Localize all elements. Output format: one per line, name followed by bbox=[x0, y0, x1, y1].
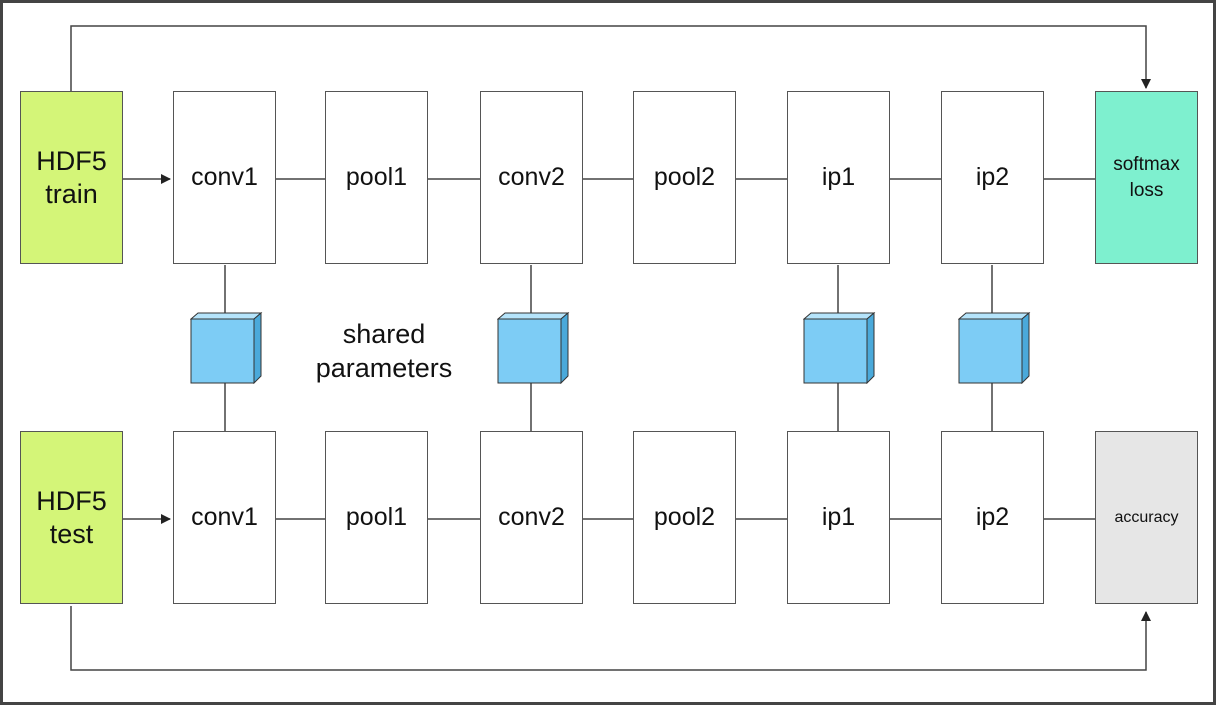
edge-train-label-to-loss bbox=[70, 25, 1151, 91]
test-layer-ip1: ip1 bbox=[787, 431, 890, 604]
test-layer-pool1: pool1 bbox=[325, 431, 428, 604]
train-layer-pool1-label: pool1 bbox=[345, 163, 408, 191]
train-layer-ip1-label: ip1 bbox=[821, 163, 856, 191]
train-layer-conv1: conv1 bbox=[173, 91, 276, 264]
shared-param-cube-ip1 bbox=[803, 312, 876, 384]
test-layer-conv2: conv2 bbox=[480, 431, 583, 604]
test-layer-conv2-label: conv2 bbox=[498, 503, 565, 531]
test-input-node: HDF5 test bbox=[20, 431, 123, 604]
test-layer-pool2-label: pool2 bbox=[653, 503, 716, 531]
test-layer-ip2-label: ip2 bbox=[975, 503, 1010, 531]
test-input-label: HDF5 test bbox=[36, 486, 107, 549]
train-layer-pool2: pool2 bbox=[633, 91, 736, 264]
train-output-label: softmax loss bbox=[1113, 153, 1180, 201]
train-layer-ip2: ip2 bbox=[941, 91, 1044, 264]
train-layer-conv2-label: conv2 bbox=[498, 163, 565, 191]
test-output-label: accuracy bbox=[1114, 508, 1179, 526]
train-input-node: HDF5 train bbox=[20, 91, 123, 264]
test-layer-conv1: conv1 bbox=[173, 431, 276, 604]
shared-param-cube-conv2 bbox=[497, 312, 570, 384]
shared-param-cube-ip2 bbox=[958, 312, 1031, 384]
train-output-softmax-loss: softmax loss bbox=[1095, 91, 1198, 264]
train-layer-conv1-label: conv1 bbox=[191, 163, 258, 191]
shared-parameters-label: shared parameters bbox=[315, 319, 453, 384]
train-layer-pool2-label: pool2 bbox=[653, 163, 716, 191]
test-layer-conv1-label: conv1 bbox=[191, 503, 258, 531]
test-layer-pool2: pool2 bbox=[633, 431, 736, 604]
train-input-label: HDF5 train bbox=[36, 146, 107, 209]
train-layer-pool1: pool1 bbox=[325, 91, 428, 264]
shared-param-cube-conv1 bbox=[190, 312, 263, 384]
train-layer-ip1: ip1 bbox=[787, 91, 890, 264]
train-layer-conv2: conv2 bbox=[480, 91, 583, 264]
test-layer-ip1-label: ip1 bbox=[821, 503, 856, 531]
train-layer-ip2-label: ip2 bbox=[975, 163, 1010, 191]
test-layer-ip2: ip2 bbox=[941, 431, 1044, 604]
edge-test-label-to-accuracy bbox=[70, 606, 1151, 671]
test-layer-pool1-label: pool1 bbox=[345, 503, 408, 531]
test-output-accuracy: accuracy bbox=[1095, 431, 1198, 604]
